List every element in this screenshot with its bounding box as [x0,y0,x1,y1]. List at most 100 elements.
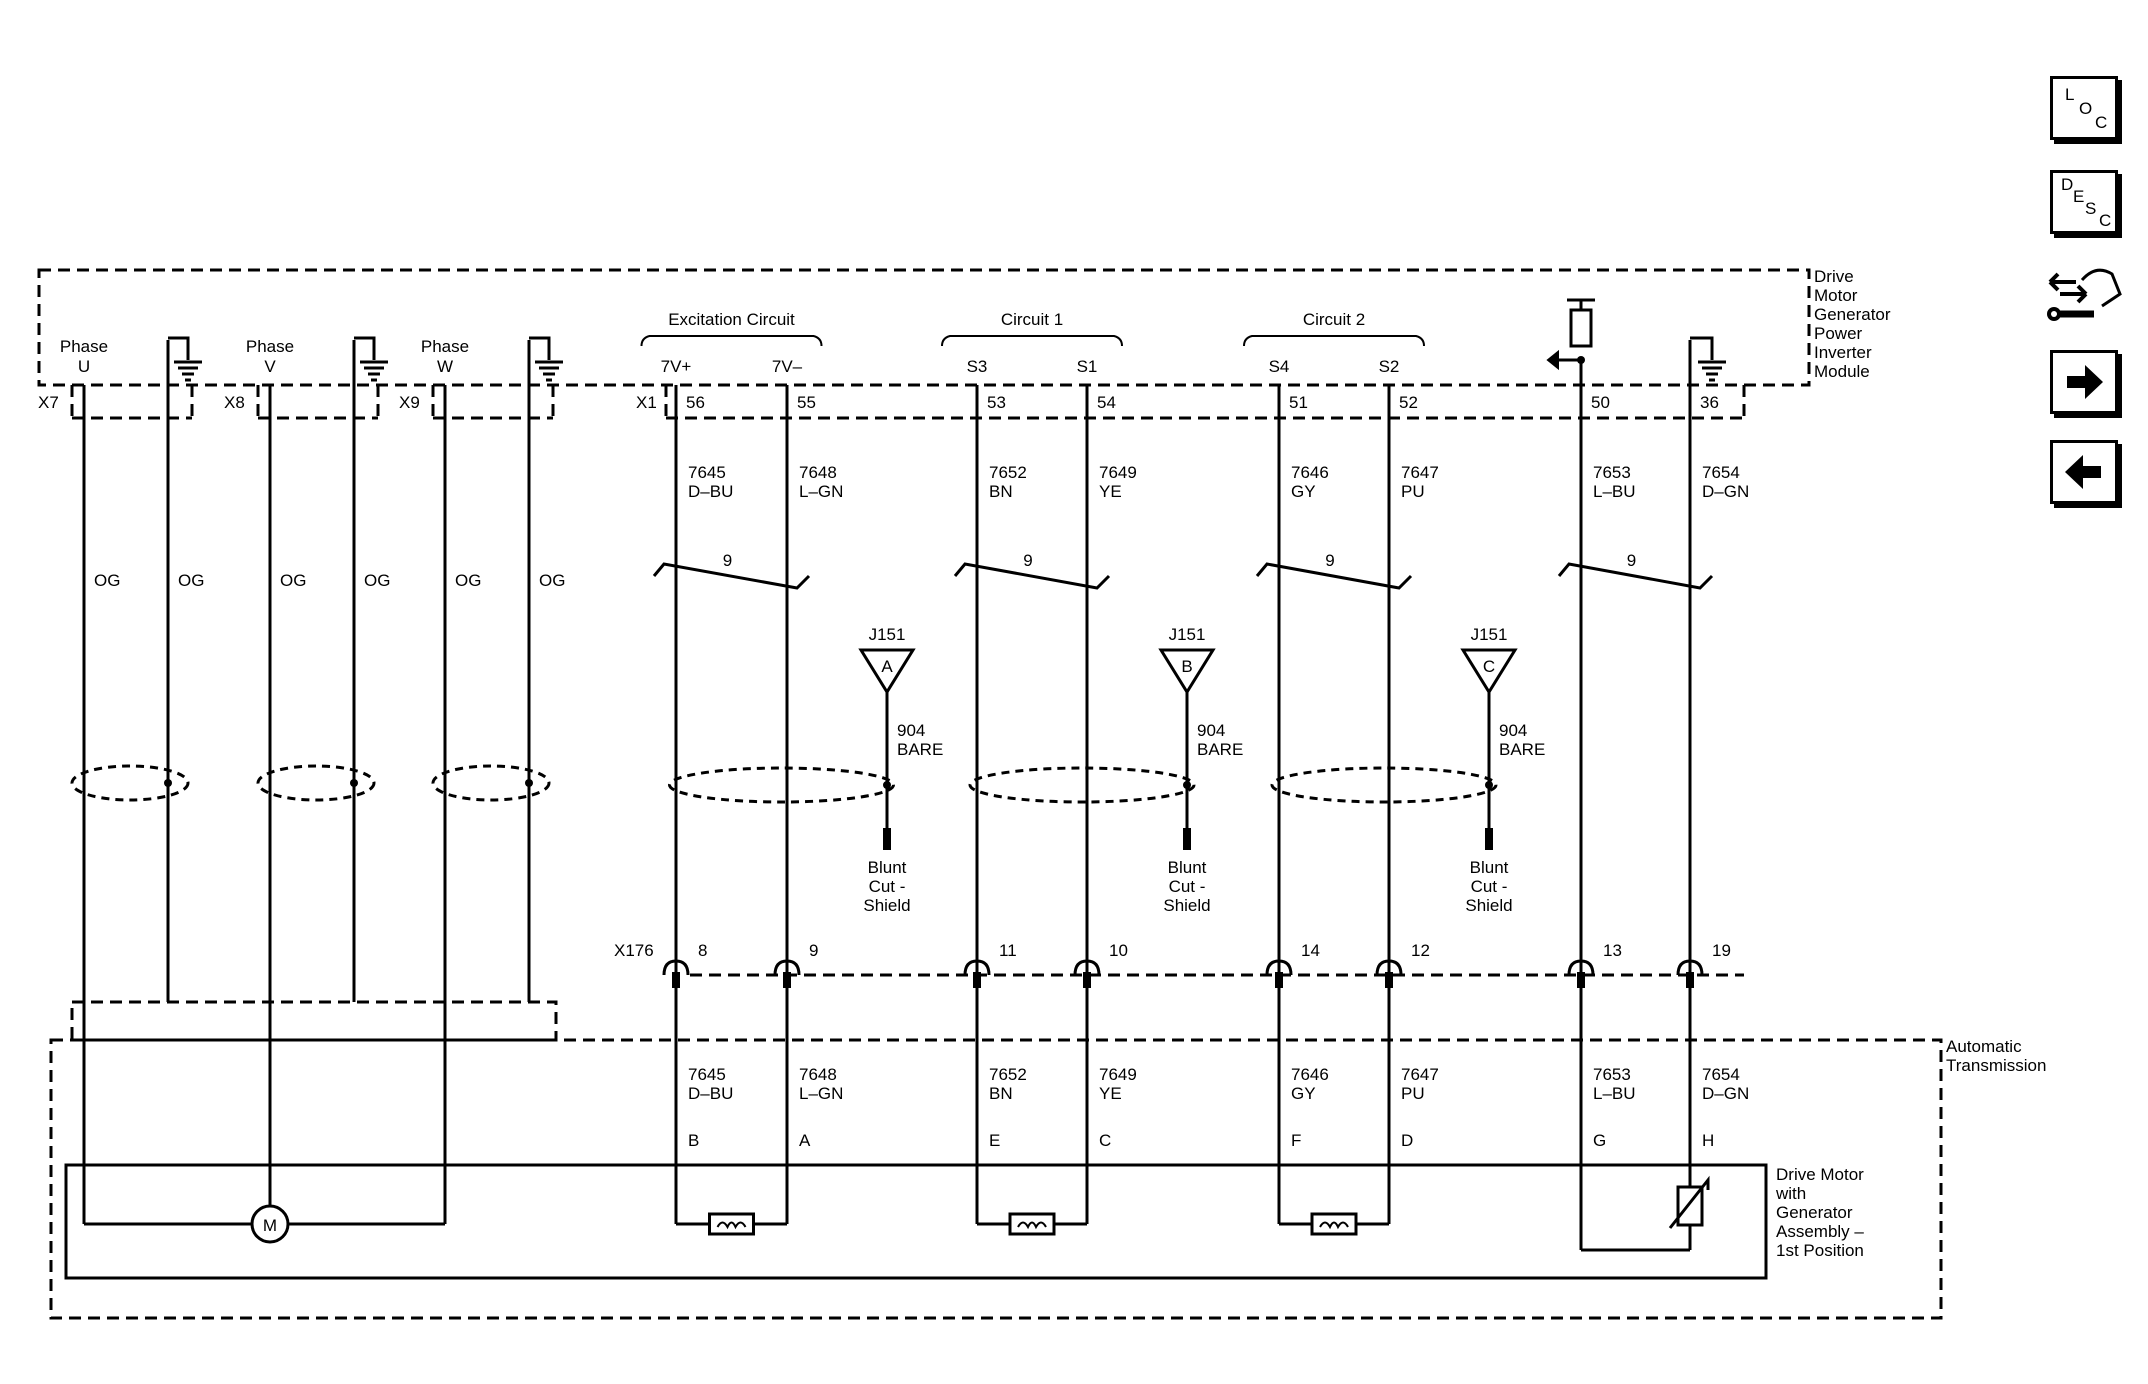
x176-terminal [1676,959,1704,976]
x176-pin [1275,972,1283,988]
inverter-module-label: Module [1814,362,1870,381]
inverter-module-label: Motor [1814,286,1858,305]
connector-tool-button[interactable] [2046,260,2126,330]
circuit-number-lower: 7648 [799,1065,837,1084]
wires [82,298,1714,1252]
phase-wire-color: OG [455,571,481,590]
x176-pin-label: 13 [1603,941,1622,960]
shield-ellipse [1270,766,1498,804]
x176-pin-label: 10 [1109,941,1128,960]
inverter-module-boundary [37,268,1811,387]
shield-circuit: 904 [897,721,925,740]
twisted-pair-mark [1255,562,1413,590]
group-right-pin-name: S1 [1077,357,1098,376]
shield-ellipse [968,766,1196,804]
next-page-button[interactable] [2050,350,2118,414]
blunt-cut-end [1183,828,1191,850]
loc-c: C [2095,113,2108,132]
group-bracket [1243,335,1425,347]
group-left-pin-name: 7V+ [661,357,692,376]
ground-icon [174,360,202,382]
twist-count: 9 [1023,551,1032,570]
wire-color-lower: PU [1401,1084,1425,1103]
junction-triangle [858,648,916,695]
twisted-pair-mark [953,562,1111,590]
circuit-number-lower: 7646 [1291,1065,1329,1084]
twist-count: 9 [1627,551,1636,570]
shield-end-label: Shield [863,896,910,915]
group-bracket [941,335,1123,347]
circuit-number: 7653 [1593,463,1631,482]
wire-color-lower: D–GN [1702,1084,1749,1103]
ground-icon-36 [1698,360,1726,382]
circuit-number: 7646 [1291,463,1329,482]
terminal-label: F [1291,1131,1301,1150]
x176-pin [1385,972,1393,988]
wire-color: PU [1401,482,1425,501]
phase-label: Phase [421,337,469,356]
coil-winding [1319,1221,1349,1230]
loc-button[interactable]: L O C [2050,76,2118,140]
ground-stub [354,336,376,360]
resolver-coil [1008,1212,1056,1236]
phase-wire-color: OG [280,571,306,590]
junction-pin: A [881,657,893,676]
junction-triangle [1460,648,1518,695]
x1-pin-label: 50 [1591,393,1610,412]
x176-terminal [1375,959,1403,976]
x176-pin [1577,972,1585,988]
shield-drain-dot [164,779,172,787]
x176-pin-label: 12 [1411,941,1430,960]
blunt-cut-end [1485,828,1493,850]
x176-pin [1083,972,1091,988]
circuit-number: 7649 [1099,463,1137,482]
motor-assembly-label: 1st Position [1776,1241,1864,1260]
wire-color-lower: BN [989,1084,1013,1103]
wire-color: GY [1291,482,1316,501]
x176-connector-label: X176 [614,941,654,960]
junction-label: J151 [1169,625,1206,644]
terminal-label: A [799,1131,811,1150]
phase-letter: U [78,357,90,376]
junction-pin: B [1181,657,1192,676]
circuit-number-lower: 7654 [1702,1065,1740,1084]
circuit-number-lower: 7645 [688,1065,726,1084]
x176-pin [973,972,981,988]
x176-terminal [963,959,991,976]
shield-circuit: 904 [1197,721,1225,740]
module-boundaries [37,268,1943,1320]
ground-icon [360,360,388,382]
motor-assembly-label: Drive Motor [1776,1165,1864,1184]
inverter-module-label: Drive [1814,267,1854,286]
circuit-number-lower: 7649 [1099,1065,1137,1084]
wire-color-lower: YE [1099,1084,1122,1103]
motor-assembly-label: Generator [1776,1203,1853,1222]
inverter-module-label: Generator [1814,305,1891,324]
x1-pin-label: 54 [1097,393,1116,412]
ground-wire-color: OG [178,571,204,590]
x1-pin-label: 52 [1399,393,1418,412]
pullup-resistor [1569,308,1593,348]
labels: DriveMotorGeneratorPowerInverterModuleAu… [38,267,2046,1260]
x176-terminal [1567,959,1595,976]
previous-page-button[interactable] [2050,440,2118,504]
twisted-pair-mark [1557,562,1714,590]
loc-o: O [2079,99,2093,118]
circuit-number: 7648 [799,463,837,482]
ground-wire-color: OG [539,571,565,590]
desc-button[interactable]: D E S C [2050,170,2118,234]
x176-terminal [1265,959,1293,976]
ground-stub [529,336,551,360]
inverter-module-label: Inverter [1814,343,1872,362]
motor-assembly-label: Assembly – [1776,1222,1864,1241]
x176-pin-label: 8 [698,941,707,960]
twist-count: 9 [723,551,732,570]
wrench-arrow-icon [2047,268,2122,321]
phase-label: Phase [60,337,108,356]
motor-letter: M [263,1216,277,1235]
terminal-label: G [1593,1131,1606,1150]
ground-stub [168,336,190,360]
shield-color: BARE [1499,740,1545,759]
wire-color: D–GN [1702,482,1749,501]
shield-ellipse [431,764,551,802]
